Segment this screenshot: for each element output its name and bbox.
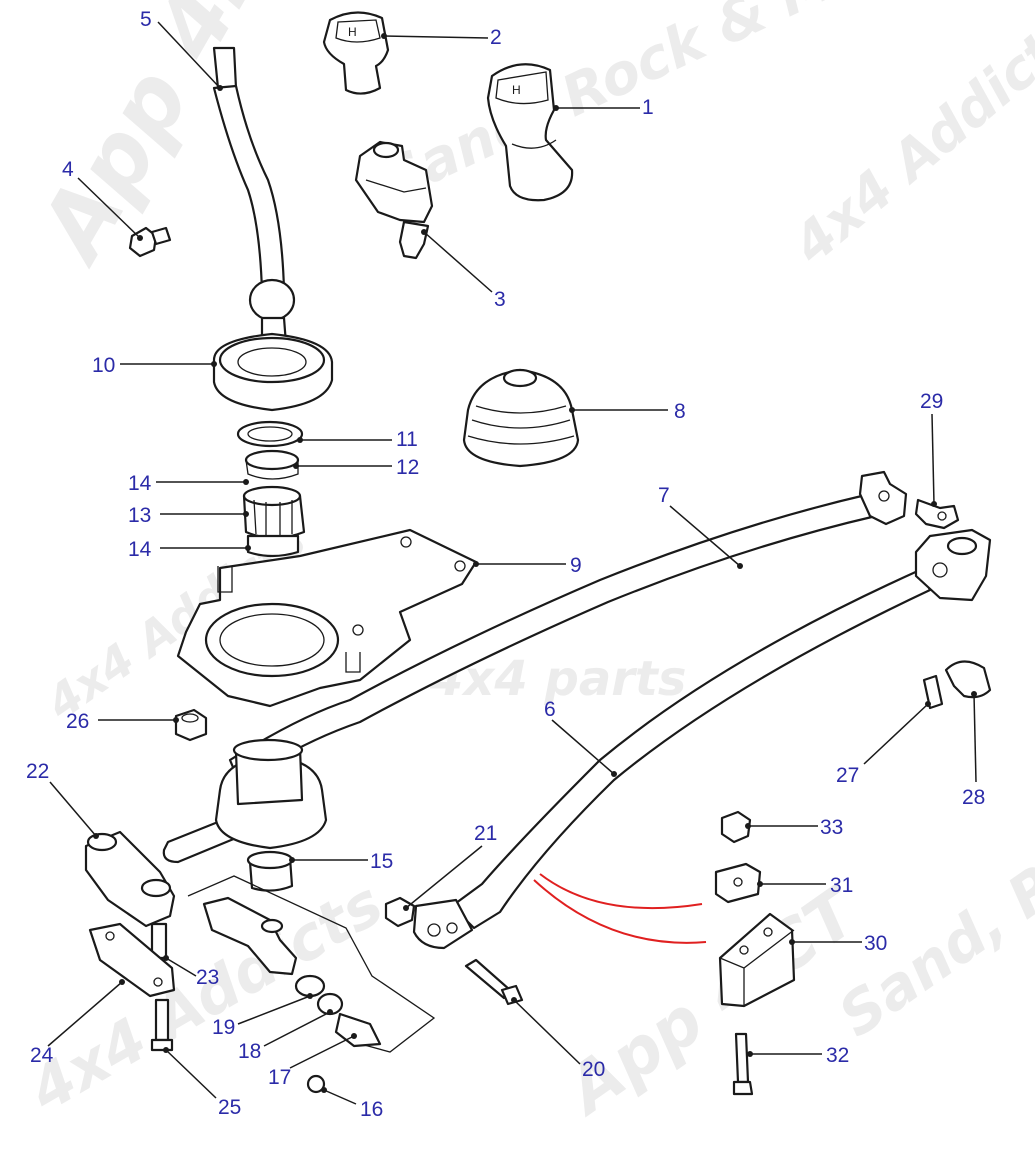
part-1-gear-knob-large: H — [486, 63, 574, 202]
part-27-clip — [922, 674, 944, 710]
callout-10: 10 — [92, 354, 115, 377]
part-9-mounting-plate — [176, 528, 478, 708]
callout-17: 17 — [268, 1066, 291, 1089]
callout-18: 18 — [238, 1040, 261, 1063]
callout-4: 4 — [62, 158, 74, 181]
part-10-lever-housing — [212, 332, 334, 412]
part-16-clip — [306, 1074, 326, 1094]
part-14-bush-lower — [246, 534, 300, 558]
part-20-bolt — [464, 958, 524, 1006]
callout-5: 5 — [140, 8, 152, 31]
callout-27: 27 — [836, 764, 859, 787]
watermark-app4ict-top: App 4ICT — [17, 0, 341, 281]
callout-7: 7 — [658, 484, 670, 507]
part-15-bush — [246, 850, 294, 892]
part-21-nut — [384, 896, 416, 928]
callout-13: 13 — [128, 504, 151, 527]
part-25-bolt — [150, 998, 174, 1052]
watermark-app4ict-bottom: App 4ICT — [550, 872, 875, 1132]
part-13-spherical-bush — [242, 485, 306, 540]
callout-23: 23 — [196, 966, 219, 989]
part-31-block — [714, 862, 762, 904]
part-2-gear-knob-small: H — [322, 11, 390, 95]
part-28-clamp — [944, 660, 992, 699]
part-22-lever-block — [84, 830, 176, 928]
callout-1: 1 — [642, 96, 654, 119]
part-17-sleeve — [334, 1012, 382, 1048]
part-33-nut — [720, 810, 752, 844]
watermark-sand-rock-mud-bottom: Sand, Rock & Mud — [826, 655, 1035, 1051]
callout-14-upper: 14 — [128, 472, 152, 495]
part-29-bolt — [914, 498, 960, 530]
red-highlight-lines — [533, 873, 707, 944]
callout-labels: 5 2 1 4 3 10 8 29 11 12 14 13 14 9 7 6 2… — [26, 8, 985, 1121]
part-24-bracket — [88, 922, 176, 998]
part-32-long-bolt — [732, 1032, 754, 1096]
part-5-gear-lever — [212, 46, 296, 346]
callout-21: 21 — [474, 822, 497, 845]
callout-8: 8 — [674, 400, 686, 423]
selector-housing — [162, 738, 328, 864]
part-7-selector-rod — [228, 470, 908, 786]
part-11-retaining-ring — [236, 420, 304, 448]
part-8-rubber-boot — [462, 368, 580, 468]
callout-19: 19 — [212, 1016, 235, 1039]
callout-2: 2 — [490, 26, 502, 49]
callout-25: 25 — [218, 1096, 241, 1119]
callout-3: 3 — [494, 288, 506, 311]
callout-9: 9 — [570, 554, 582, 577]
callout-29: 29 — [920, 390, 943, 413]
leader-lines — [47, 21, 977, 1105]
linkage-tube — [202, 896, 298, 976]
svg-text:H: H — [512, 83, 521, 97]
callout-20: 20 — [582, 1058, 605, 1081]
callout-28: 28 — [962, 786, 985, 809]
callout-6: 6 — [544, 698, 556, 721]
callout-22: 22 — [26, 760, 49, 783]
svg-text:H: H — [348, 25, 357, 39]
part-12-bush-upper — [244, 449, 300, 480]
callout-33: 33 — [820, 816, 843, 839]
part-3-knob-insert — [354, 140, 434, 260]
bush-group-frame — [187, 875, 436, 1053]
callout-12: 12 — [396, 456, 419, 479]
part-30-block — [718, 912, 796, 1008]
callout-14-lower: 14 — [128, 538, 152, 561]
callout-16: 16 — [360, 1098, 383, 1121]
part-26-nut — [174, 708, 208, 742]
rear-bracket — [914, 528, 992, 602]
callout-31: 31 — [830, 874, 853, 897]
callout-24: 24 — [30, 1044, 54, 1067]
callout-30: 30 — [864, 932, 887, 955]
callout-32: 32 — [826, 1044, 849, 1067]
callout-15: 15 — [370, 850, 393, 873]
callout-26: 26 — [66, 710, 89, 733]
watermark-4x4-addicts-top: 4x4 Addicts — [780, 0, 1035, 277]
callout-11: 11 — [396, 428, 418, 451]
